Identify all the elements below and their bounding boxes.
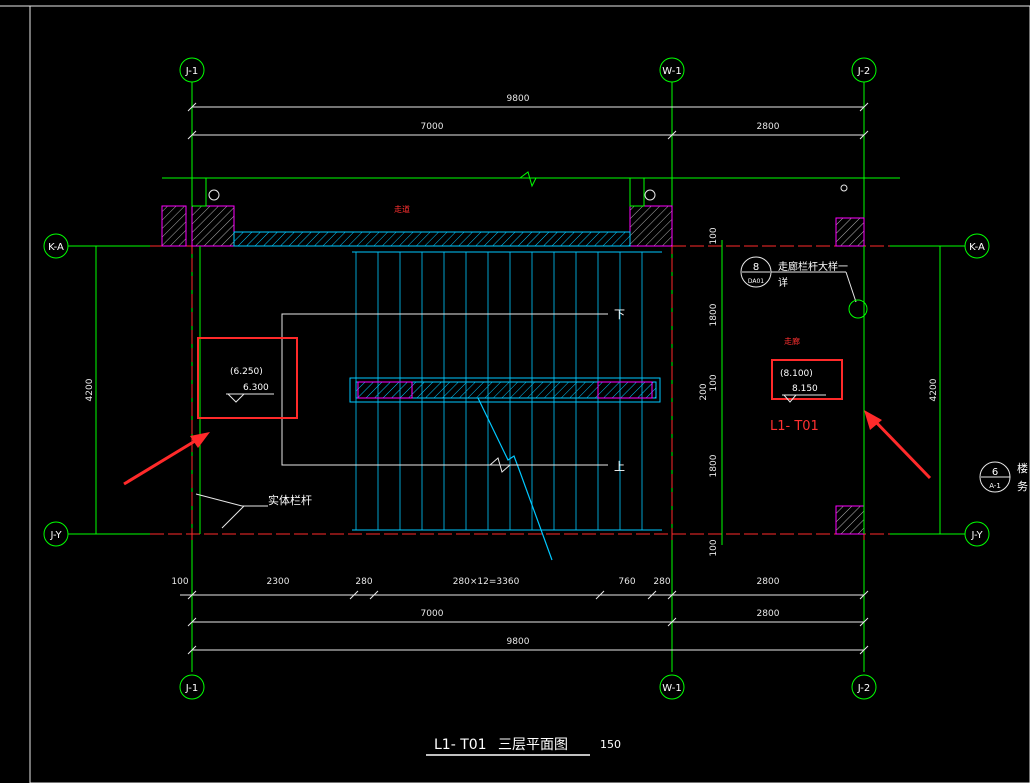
- level-box-right: [771, 359, 843, 400]
- level-right-tag: L1- T01: [770, 419, 819, 434]
- railing-leader: [195, 493, 268, 507]
- axis-row-bottom-right: J-Y: [970, 530, 983, 541]
- detail-num-top: 8: [753, 262, 759, 273]
- dim-bottom-overall: 9800: [507, 637, 530, 647]
- red-label-right: 走廊: [784, 336, 800, 346]
- dim-bottom-seg-6: 2800: [757, 577, 780, 587]
- dim-bottom-mid-right: 2800: [757, 609, 780, 619]
- detail-ref-top: DA01: [748, 278, 764, 285]
- dim-bottom-seg-0: 100: [171, 577, 188, 587]
- dim-bottom-seg-2: 280: [355, 577, 372, 587]
- annotation-arrows: [123, 410, 932, 486]
- dim-vert-0: 100: [709, 227, 719, 244]
- axis-bottom-mid: W-1: [662, 683, 681, 694]
- edge-text-2: 务: [1017, 480, 1028, 493]
- axis-top-right: J-2: [857, 66, 871, 77]
- dim-bottom-seg-3: 280×12=3360: [453, 577, 520, 587]
- axis-row-top-left: K-A: [48, 242, 64, 253]
- stair-landing-hatch: [355, 381, 657, 399]
- dim-bottom-seg-5: 280: [653, 577, 670, 587]
- red-label-top: 走道: [394, 204, 410, 214]
- dim-top-right: 2800: [757, 122, 780, 132]
- stair-break-line: [477, 397, 553, 561]
- level-right-upper: (8.100): [780, 369, 813, 379]
- drawing-scale: 150: [600, 738, 621, 751]
- stair-label-up: 上: [614, 460, 625, 473]
- stair-direction-lines: 下 上: [281, 308, 625, 473]
- dim-vert-3: 100: [709, 374, 719, 391]
- edge-text-1: 楼: [1017, 461, 1028, 475]
- top-dimensions: 9800 7000 2800: [187, 94, 869, 140]
- dim-top-overall: 9800: [507, 94, 530, 104]
- dim-side-left: 4200: [85, 378, 95, 401]
- drawing-title: L1- T01: [434, 737, 487, 753]
- dim-side-right: 4200: [929, 378, 939, 401]
- axis-row-top-right: K-A: [969, 242, 985, 253]
- axis-top-mid: W-1: [662, 66, 681, 77]
- axis-bottom-right: J-2: [857, 683, 871, 694]
- detail-num-right: 6: [992, 467, 998, 478]
- detail-callout-top: 8 DA01 走廊栏杆大样一 详: [740, 256, 868, 319]
- axis-bubbles: J-1 W-1 J-2 J-1 W-1 J-2 K-A K-A J-Y J-Y: [43, 57, 990, 700]
- dim-bottom-seg-4: 760: [618, 577, 635, 587]
- level-left-lower: 6.300: [243, 383, 269, 393]
- level-box-left: [197, 337, 298, 419]
- detail-ref-right: A-1: [989, 482, 1001, 490]
- dim-bottom-seg-1: 2300: [267, 577, 290, 587]
- dim-top-left: 7000: [421, 122, 444, 132]
- dim-vert-4: 1800: [709, 454, 719, 477]
- axis-row-bottom-left: J-Y: [49, 530, 62, 541]
- detail-callout-right: 6 A-1 楼 务: [979, 461, 1028, 493]
- dim-vert-1: 1800: [709, 303, 719, 326]
- corridor-note-2: 详: [778, 276, 788, 289]
- walls: [161, 171, 900, 535]
- bottom-dimensions: 100 2300 280 280×12=3360 760 280 2800 70…: [171, 577, 869, 655]
- dim-vert-5: 100: [709, 539, 719, 556]
- side-dimensions: 4200 4200 100 1800 200 100 1800 100: [85, 227, 941, 557]
- dim-bottom-mid-left: 7000: [421, 609, 444, 619]
- railing-label: 实体栏杆: [268, 493, 312, 507]
- stair-landing-slab: [349, 377, 661, 403]
- level-left-upper: (6.250): [230, 367, 263, 377]
- stair-label-down: 下: [614, 308, 625, 321]
- drawing-title-cn: 三层平面图: [498, 737, 568, 753]
- corridor-note: 走廊栏杆大样一: [778, 260, 848, 273]
- axis-top-left: J-1: [185, 66, 199, 77]
- axis-bottom-left: J-1: [185, 683, 199, 694]
- drawing-title-block: L1- T01 三层平面图 150: [426, 737, 621, 756]
- dim-vert-2: 200: [699, 383, 709, 400]
- level-right-lower: 8.150: [792, 384, 818, 394]
